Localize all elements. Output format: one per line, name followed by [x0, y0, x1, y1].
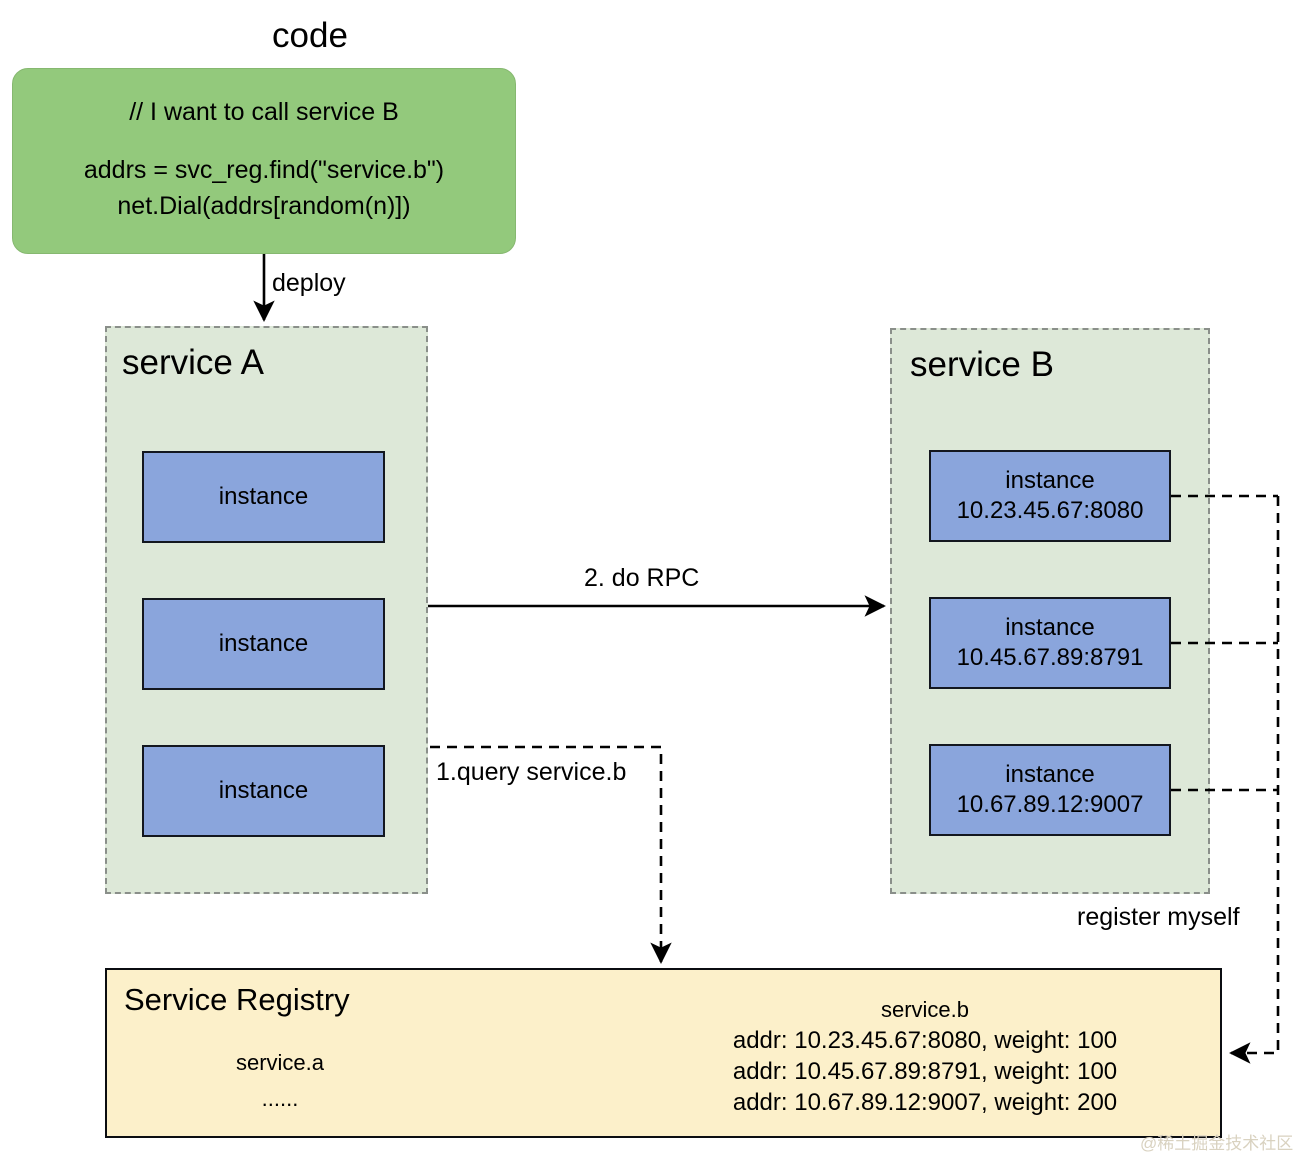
instance-label: instance: [1005, 761, 1095, 788]
service-b-title: service B: [910, 345, 1054, 384]
service-registry-container: [105, 968, 1222, 1138]
instance-address: 10.45.67.89:8791: [956, 644, 1144, 671]
instance-label: instance: [218, 630, 309, 657]
service-a-instance[interactable]: instance: [142, 451, 385, 543]
service-b-instance[interactable]: instance 10.23.45.67:8080: [929, 450, 1171, 542]
registry-service-a-name: service.a: [235, 1050, 325, 1075]
code-title: code: [272, 16, 348, 55]
service-b-instance[interactable]: instance 10.45.67.89:8791: [929, 597, 1171, 689]
registry-addr-row: addr: 10.23.45.67:8080, weight: 100: [732, 1027, 1118, 1054]
watermark: @稀土掘金技术社区: [1140, 1134, 1294, 1153]
edge-label-do-rpc: 2. do RPC: [584, 564, 700, 592]
edge-label-deploy: deploy: [272, 269, 346, 297]
registry-service-b-name: service.b: [880, 997, 970, 1022]
edge-label-query-service-b: 1.query service.b: [436, 758, 627, 786]
instance-label: instance: [218, 777, 309, 804]
registry-addr-row: addr: 10.67.89.12:9007, weight: 200: [732, 1089, 1118, 1116]
service-a-title: service A: [122, 343, 264, 382]
code-block: [12, 68, 516, 254]
registry-service-a-entry: service.a ......: [150, 1045, 410, 1117]
code-line-dial: net.Dial(addrs[random(n)]): [117, 192, 411, 220]
registry-service-b-entry: service.b addr: 10.23.45.67:8080, weight…: [660, 995, 1190, 1118]
instance-address: 10.23.45.67:8080: [956, 497, 1144, 524]
code-line-comment: // I want to call service B: [129, 98, 399, 126]
instance-label: instance: [1005, 467, 1095, 494]
service-registry-title: Service Registry: [124, 982, 350, 1017]
code-block-text: // I want to call service B addrs = svc_…: [12, 68, 516, 254]
code-line-find: addrs = svc_reg.find("service.b"): [83, 156, 445, 184]
registry-ellipsis: ......: [261, 1086, 299, 1111]
edge-label-register-myself: register myself: [1077, 903, 1240, 931]
service-a-instance[interactable]: instance: [142, 745, 385, 837]
instance-label: instance: [218, 483, 309, 510]
arrow-register-myself: [1229, 496, 1280, 1064]
service-b-instance[interactable]: instance 10.67.89.12:9007: [929, 744, 1171, 836]
arrow-query-service-b: [430, 745, 672, 964]
instance-address: 10.67.89.12:9007: [956, 791, 1144, 818]
instance-label: instance: [1005, 614, 1095, 641]
registry-addr-row: addr: 10.45.67.89:8791, weight: 100: [732, 1058, 1118, 1085]
service-a-instance[interactable]: instance: [142, 598, 385, 690]
